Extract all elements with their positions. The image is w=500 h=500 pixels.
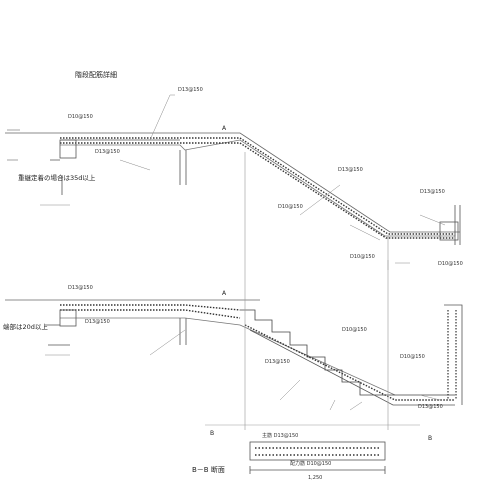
label-section-rebar-2: 配力筋 D10@150 — [290, 461, 332, 467]
upper-stair-outline — [5, 129, 461, 270]
marker-a-bottom: A — [222, 290, 227, 297]
label-upper-stair-rebar-2: D13@150 — [338, 167, 363, 173]
note-lower: 端部は20d以上 — [3, 323, 48, 331]
label-upper-right-rebar-2: D10@150 — [438, 261, 463, 267]
label-section-rebar-1: 主筋 D13@150 — [262, 433, 299, 439]
label-lower-slab-rebar: D13@150 — [85, 319, 110, 325]
marker-a-top: A — [222, 125, 227, 132]
note-upper: 重継定着の場合は35d以上 — [18, 174, 96, 182]
label-upper-right-rebar-1: D13@150 — [420, 189, 445, 195]
label-upper-top-rebar: D10@150 — [68, 114, 93, 120]
label-upper-stair-bottom: D10@150 — [350, 254, 375, 260]
marker-b-right: B — [428, 435, 432, 442]
section-bb — [205, 424, 420, 474]
label-lower-top-rebar: D13@150 — [68, 285, 93, 291]
label-upper-stair-rebar-1: D10@150 — [278, 204, 303, 210]
label-lower-bottom-rebar: D13@150 — [418, 404, 443, 410]
label-upper-slab-rebar: D13@150 — [95, 149, 120, 155]
label-lower-stair-rebar-2: D13@150 — [265, 359, 290, 365]
label-upper-landing-rebar: D13@150 — [178, 87, 203, 93]
dimension-total: 1,250 — [308, 475, 323, 481]
leader-lines — [40, 94, 446, 411]
marker-b-left: B — [210, 430, 214, 437]
label-lower-right-rebar: D10@150 — [400, 354, 425, 360]
label-lower-stair-rebar-1: D10@150 — [342, 327, 367, 333]
section-title: B－B 断面 — [192, 466, 225, 474]
drawing-title: 階段配筋詳細 — [75, 71, 117, 79]
lower-stair-outline — [5, 260, 463, 430]
